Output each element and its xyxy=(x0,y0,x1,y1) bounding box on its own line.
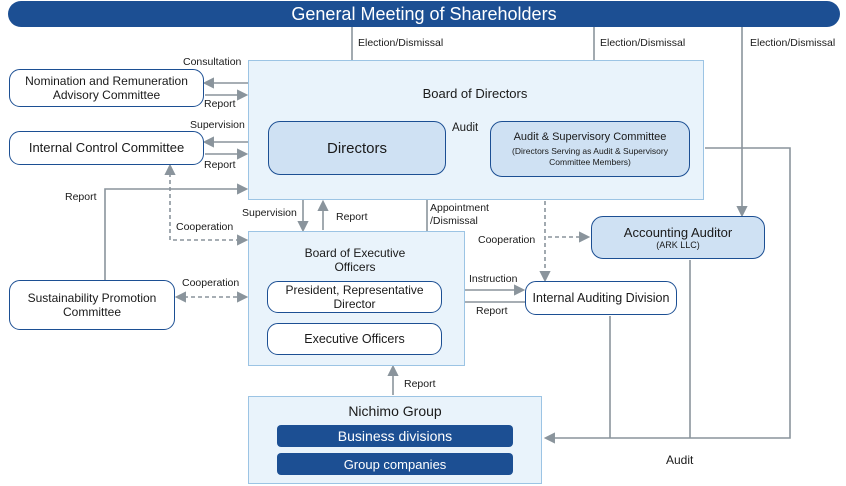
report-label-internal-audit: Report xyxy=(476,305,508,317)
instruction-label: Instruction xyxy=(469,273,518,285)
shareholders-bar: General Meeting of Shareholders xyxy=(8,1,840,27)
business-divisions-box: Business divisions xyxy=(277,425,513,447)
supervision-label-exec: Supervision xyxy=(242,207,297,219)
business-divisions-label: Business divisions xyxy=(337,428,453,444)
cooperation-label-internal-control: Cooperation xyxy=(176,221,234,233)
consultation-label: Consultation xyxy=(183,56,242,68)
board-of-executive-officers-title: Board of Executive Officers xyxy=(304,246,406,274)
directors-label: Directors xyxy=(326,139,387,157)
executive-officers-label: Executive Officers xyxy=(304,332,405,346)
election-label-auditor: Election/Dismissal xyxy=(750,37,836,49)
accounting-auditor-box: Accounting Auditor (ARK LLC) xyxy=(591,216,765,259)
internal-auditing-division-box: Internal Auditing Division xyxy=(525,281,677,315)
internal-control-committee-label: Internal Control Committee xyxy=(28,140,185,155)
directors-box: Directors xyxy=(268,121,446,175)
group-companies-label: Group companies xyxy=(343,456,447,472)
supervision-label-internal-control: Supervision xyxy=(190,119,245,131)
board-of-directors-title: Board of Directors xyxy=(422,86,528,101)
asc-subtitle: (Directors Serving as Audit & Supervisor… xyxy=(512,145,668,167)
election-label-asc: Election/Dismissal xyxy=(600,37,686,49)
report-label-group: Report xyxy=(404,378,436,390)
audit-label-group: Audit xyxy=(666,453,694,467)
sustainability-committee-box: Sustainability Promotion Committee xyxy=(9,280,175,330)
accounting-auditor-title: Accounting Auditor xyxy=(623,225,733,240)
sustainability-committee-label: Sustainability Promotion Committee xyxy=(27,291,157,319)
president-box: President, Representative Director xyxy=(267,281,442,313)
nomination-committee-label: Nomination and Remuneration Advisory Com… xyxy=(25,74,188,102)
president-label: President, Representative Director xyxy=(285,283,424,311)
internal-auditing-division-label: Internal Auditing Division xyxy=(532,291,670,305)
shareholders-title: General Meeting of Shareholders xyxy=(291,3,557,24)
appointment-label: Appointment /Dismissal xyxy=(430,202,489,227)
accounting-auditor-sub: (ARK LLC) xyxy=(656,240,700,250)
audit-label-directors: Audit xyxy=(452,122,479,134)
asc-title: Audit & Supervisory Committee xyxy=(513,130,667,143)
cooperation-label-sustainability: Cooperation xyxy=(182,277,240,289)
group-companies-box: Group companies xyxy=(277,453,513,475)
cooperation-label-auditor: Cooperation xyxy=(478,234,536,246)
executive-officers-box: Executive Officers xyxy=(267,323,442,355)
report-label-internal-control: Report xyxy=(204,159,236,171)
audit-supervisory-committee-box: Audit & Supervisory Committee (Directors… xyxy=(490,121,690,177)
nichimo-group-title: Nichimo Group xyxy=(348,403,442,419)
report-label-exec: Report xyxy=(336,211,368,223)
report-label-nomination: Report xyxy=(204,98,236,110)
internal-control-committee-box: Internal Control Committee xyxy=(9,131,204,165)
nomination-committee-box: Nomination and Remuneration Advisory Com… xyxy=(9,69,204,107)
report-label-sustainability: Report xyxy=(65,191,97,203)
election-label-directors: Election/Dismissal xyxy=(358,37,444,49)
